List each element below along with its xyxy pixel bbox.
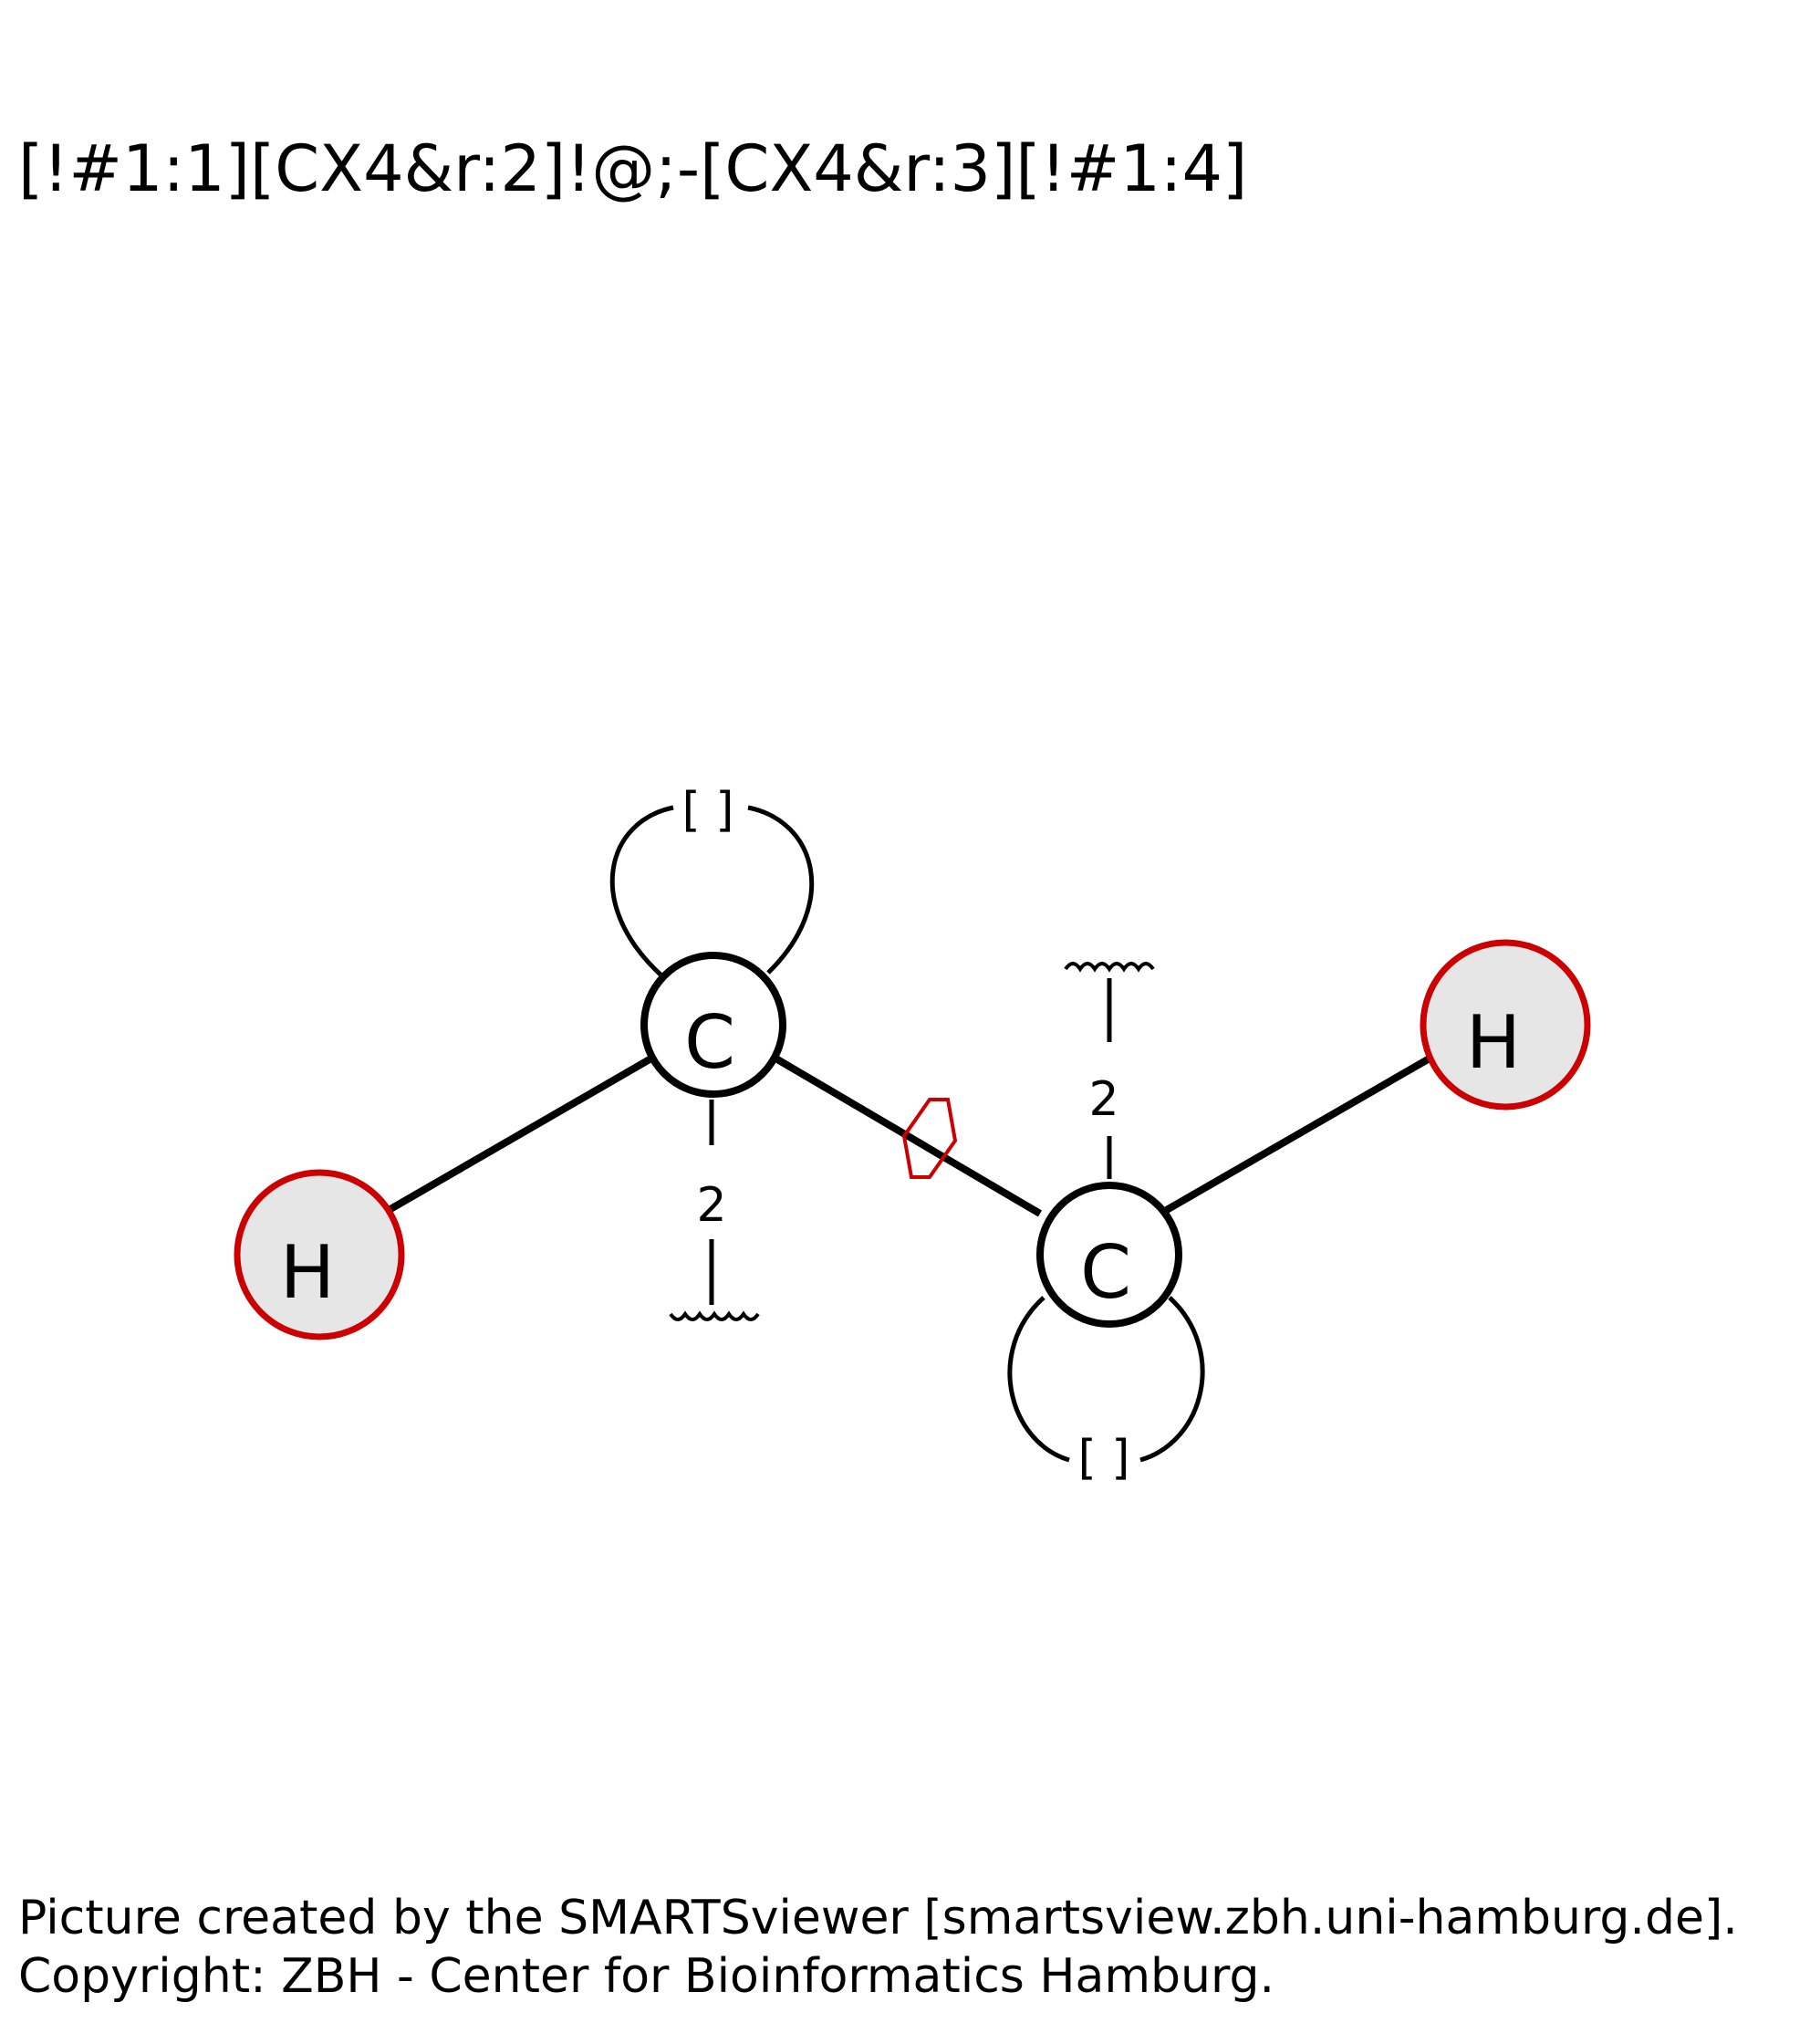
not-ring-bond-icon (901, 1098, 958, 1179)
atom-h4: H (1420, 939, 1591, 1111)
svg-text:H: H (1466, 1000, 1521, 1085)
atom-c2: C (640, 952, 786, 1098)
ring-label-c2: [ ] (681, 783, 733, 838)
footer: Picture created by the SMARTSviewer [sma… (18, 1889, 1738, 2006)
atom-h1: H (234, 1169, 405, 1340)
wavy-bond-icon (1064, 962, 1155, 973)
bond-h1-c2 (388, 1056, 652, 1213)
ring-size-label-c2: 2 (696, 1178, 726, 1233)
ring-loop-c2 (609, 805, 815, 976)
svg-text:C: C (1080, 1230, 1131, 1315)
ring-label-c3: [ ] (1077, 1431, 1129, 1486)
wavy-bond-icon (669, 1310, 760, 1321)
bond-c3-h4 (1163, 1052, 1436, 1215)
atom-c3: C (1036, 1182, 1182, 1328)
footer-copyright: Copyright: ZBH - Center for Bioinformati… (18, 1949, 1275, 2004)
svg-text:C: C (684, 1000, 735, 1085)
smarts-string: [!#1:1][CX4&r:2]!@;-[CX4&r:3][!#1:4] (18, 131, 1248, 206)
ring-loop-c3 (1007, 1296, 1205, 1463)
svg-text:H: H (280, 1230, 335, 1315)
ring-size-label-c3: 2 (1088, 1072, 1118, 1127)
footer-credit: Picture created by the SMARTSviewer [sma… (18, 1891, 1738, 1945)
